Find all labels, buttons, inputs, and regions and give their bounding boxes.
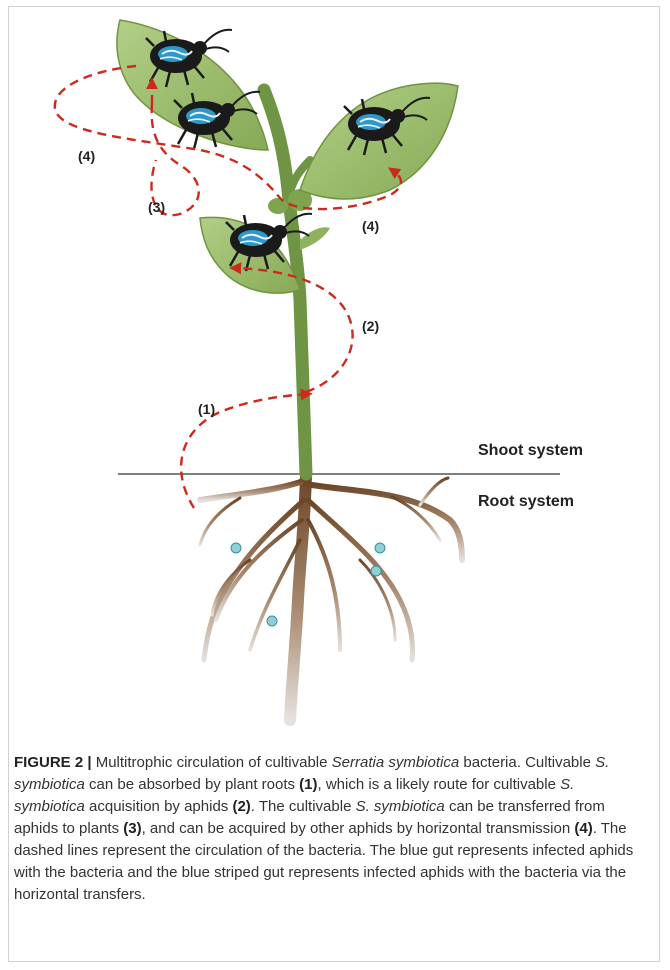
route-4-label-right: (4) (362, 218, 379, 234)
plant-diagram: Shoot system Root system (1) (2) (3) (4)… (0, 0, 670, 740)
figure-caption: FIGURE 2 | Multitrophic circulation of c… (14, 752, 644, 906)
route-1-label: (1) (198, 401, 215, 417)
bacteria-dot-icon (375, 543, 385, 553)
route-3-label: (3) (148, 199, 165, 215)
bacteria-dot-icon (231, 543, 241, 553)
caption-text: can be absorbed by plant roots (85, 776, 299, 793)
root-system (200, 474, 462, 720)
caption-ref: (4) (574, 820, 592, 837)
bacteria-dot-icon (371, 566, 381, 576)
caption-text: acquisition by aphids (85, 798, 233, 815)
caption-species: S. symbiotica (356, 798, 445, 815)
root-system-label: Root system (478, 493, 574, 510)
caption-species: Serratia symbiotica (332, 754, 460, 771)
caption-text: , and can be acquired by other aphids by… (142, 820, 575, 837)
route-2-label: (2) (362, 318, 379, 334)
caption-ref: (1) (299, 776, 317, 793)
shoot-system-label: Shoot system (478, 442, 583, 459)
caption-ref: (2) (232, 798, 250, 815)
leaf-right (300, 83, 458, 199)
caption-text: Multitrophic circulation of cultivable (92, 754, 332, 771)
caption-text: . The cultivable (251, 798, 356, 815)
caption-text: bacteria. Cultivable (459, 754, 595, 771)
caption-ref: (3) (123, 820, 141, 837)
route-4-label-left: (4) (78, 148, 95, 164)
figure-label: FIGURE 2 | (14, 754, 92, 771)
bacteria-dot-icon (267, 616, 277, 626)
caption-text: , which is a likely route for cultivable (318, 776, 561, 793)
